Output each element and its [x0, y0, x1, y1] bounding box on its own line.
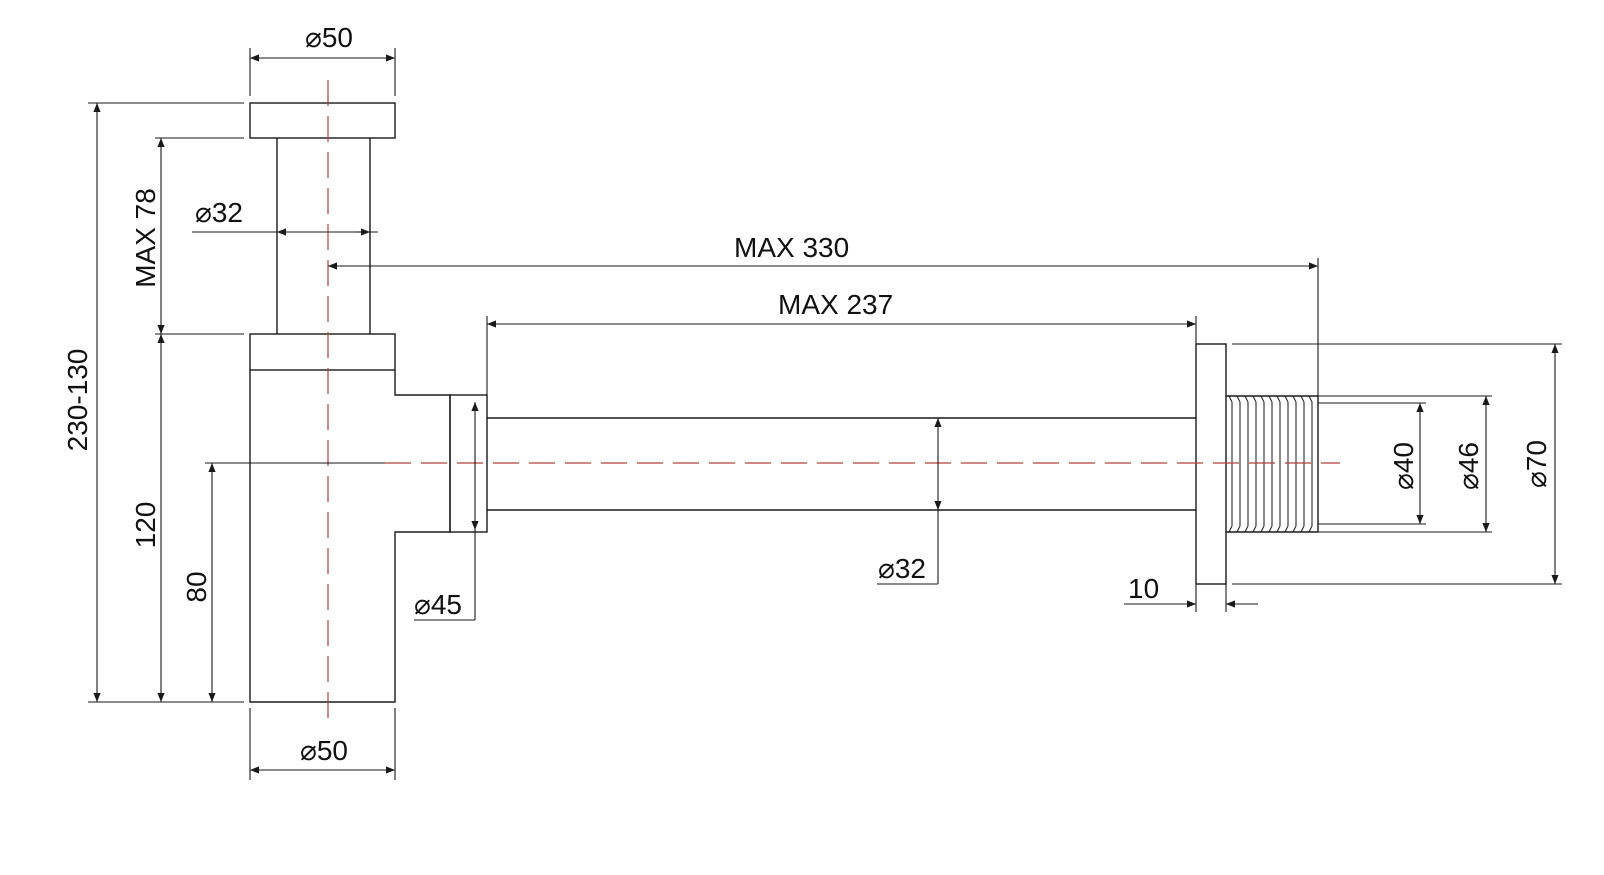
- outlet-socket-diameter-label: ⌀45: [414, 589, 462, 620]
- dimension-riser-height: MAX 78: [130, 137, 244, 335]
- body-collar: [249, 333, 396, 371]
- thread-ridge: [1244, 395, 1249, 533]
- thread-inner-diameter-label: ⌀40: [1388, 442, 1419, 490]
- dimension-overall-height: 230-130: [62, 102, 244, 703]
- outlet-socket: [449, 394, 488, 533]
- wall-flange: [1195, 343, 1227, 585]
- max-237-label: MAX 237: [778, 289, 893, 320]
- flange-diameter-label: ⌀70: [1521, 440, 1552, 488]
- max-330-label: MAX 330: [734, 232, 849, 263]
- thread-ridge: [1236, 395, 1241, 533]
- thread-ridges: [1228, 395, 1313, 533]
- pipe-diameter-label: ⌀32: [878, 553, 926, 584]
- thread-ridge: [1308, 395, 1313, 533]
- thread-ridge: [1252, 395, 1257, 533]
- thread-ridge: [1292, 395, 1297, 533]
- dimension-max-237: MAX 237: [486, 289, 1197, 395]
- dimension-outlet-socket-diameter: ⌀45: [414, 402, 479, 621]
- thread-ridge: [1268, 395, 1273, 533]
- dimension-max-330: MAX 330: [328, 232, 1319, 396]
- dimension-outlet-height: 80: [181, 462, 385, 702]
- outlet-height-label: 80: [181, 571, 212, 602]
- dimension-flange-thickness: 10: [1124, 573, 1258, 612]
- thread-ridge: [1276, 395, 1281, 533]
- overall-height-label: 230-130: [62, 349, 93, 452]
- thread-ridge: [1284, 395, 1289, 533]
- thread-ridge: [1260, 395, 1265, 533]
- riser-diameter-label: ⌀32: [195, 197, 243, 228]
- riser-height-label: MAX 78: [130, 188, 161, 288]
- dimension-pipe-diameter: ⌀32: [877, 418, 942, 585]
- flange-thickness-label: 10: [1128, 573, 1159, 604]
- body-outline: [249, 370, 451, 703]
- dimension-riser-diameter: ⌀32: [192, 197, 378, 236]
- flange-plate: [1195, 343, 1227, 585]
- dimension-body-height: 120: [130, 334, 165, 702]
- dimension-top-cap-diameter: ⌀50: [249, 22, 396, 96]
- threaded-connector: [1226, 395, 1319, 533]
- top-cap-diameter-label: ⌀50: [305, 22, 353, 53]
- dimension-thread-outer-diameter: ⌀46: [1318, 395, 1492, 533]
- trap-body: [249, 102, 488, 703]
- dimension-base-diameter: ⌀50: [249, 708, 396, 780]
- thread-ridge: [1228, 395, 1233, 533]
- body-height-label: 120: [130, 502, 161, 549]
- thread-ridge: [1300, 395, 1305, 533]
- base-diameter-label: ⌀50: [300, 735, 348, 766]
- dimension-flange-diameter: ⌀70: [1232, 343, 1562, 585]
- dimension-thread-inner-diameter: ⌀40: [1318, 402, 1426, 525]
- top-cap: [249, 102, 396, 139]
- thread-outer-diameter-label: ⌀46: [1453, 442, 1484, 490]
- outlet-pipe: [487, 417, 1196, 511]
